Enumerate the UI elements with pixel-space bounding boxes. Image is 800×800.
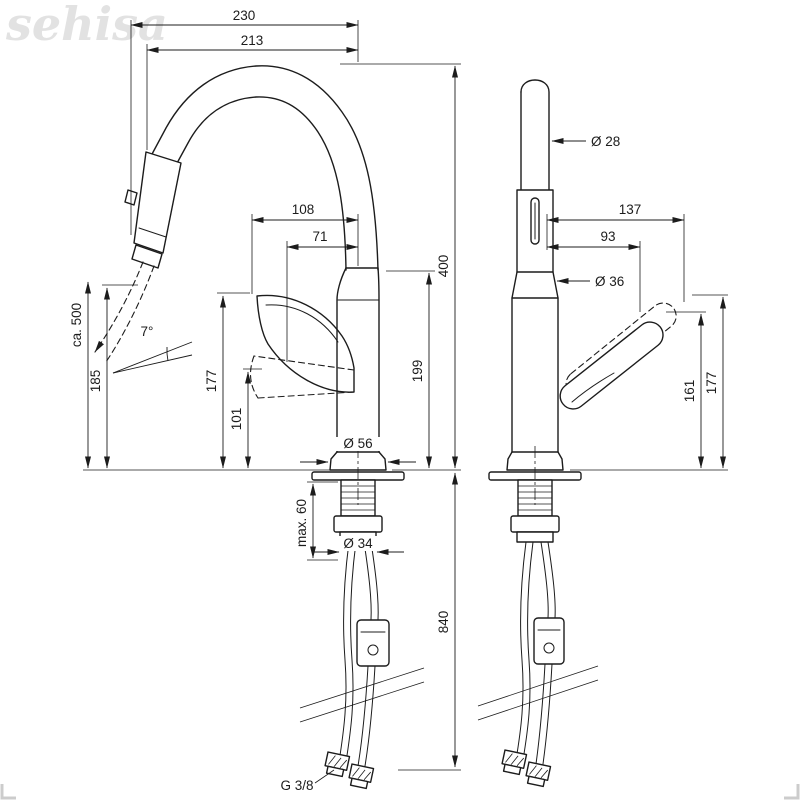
dim-185: 185 <box>88 284 138 469</box>
dim-71: 71 <box>286 229 359 362</box>
dim-label-108: 108 <box>292 202 315 217</box>
hose-fitting-b <box>348 763 375 790</box>
dim-230: 230 <box>130 8 359 235</box>
handle-alt-dashed-2 <box>257 391 355 399</box>
dim-label-93: 93 <box>600 229 615 244</box>
dim-161: 161 <box>666 311 706 469</box>
corner-mark-br <box>784 784 800 800</box>
handle-alt-dashed-arc <box>249 355 259 399</box>
dim-label-dia34: Ø 34 <box>343 536 373 551</box>
dim-label-177-left: 177 <box>204 370 219 393</box>
dim-label-213: 213 <box>241 33 264 48</box>
hose-c-1 <box>515 541 527 761</box>
dim-label-161: 161 <box>682 380 697 403</box>
dim-label-185: 185 <box>88 370 103 393</box>
dim-dia56: Ø 56 <box>300 436 416 465</box>
dim-dia28: Ø 28 <box>551 134 620 149</box>
handle-lever <box>256 294 355 393</box>
dim-label-137: 137 <box>619 202 642 217</box>
dim-label-177-right: 177 <box>704 372 719 395</box>
hose-a-2 <box>345 541 357 763</box>
dim-199: 199 <box>386 270 435 469</box>
left-view-drawing <box>94 65 425 790</box>
body-front-sides <box>511 297 559 453</box>
hose-connector-block <box>356 619 390 667</box>
tube-top-cap <box>520 79 550 191</box>
hose-fitting-c <box>501 749 528 776</box>
dim-840: 840 <box>398 472 461 771</box>
hose-d-2 <box>547 541 556 619</box>
pullout-hose-dashed <box>94 261 144 353</box>
spout-outer-curve <box>150 65 379 271</box>
dim-dia36: Ø 36 <box>556 274 624 289</box>
handle-solid-front <box>559 321 664 410</box>
dim-108: 108 <box>251 202 359 294</box>
break-marks <box>299 667 425 723</box>
hose-b-2 <box>370 541 379 621</box>
hose-b-1 <box>363 541 372 621</box>
connector-detail-front <box>543 642 555 654</box>
dim-label-dia28: Ø 28 <box>591 134 620 149</box>
angle-arc <box>166 346 169 362</box>
dim-93: 93 <box>546 229 641 312</box>
spray-nozzle <box>131 244 163 269</box>
handle-alt-dashed-1 <box>253 355 355 371</box>
hose-d-1 <box>540 541 549 619</box>
connector-detail <box>367 644 379 656</box>
dim-177-left: 177 <box>204 292 250 469</box>
dim-label-dia36: Ø 36 <box>595 274 624 289</box>
dim-label-400: 400 <box>436 255 451 278</box>
dim-label-ca500: ca. 500 <box>69 303 84 347</box>
dim-label-71: 71 <box>312 229 327 244</box>
dim-label-max60: max. 60 <box>294 499 309 547</box>
dim-max60: max. 60 <box>294 481 338 561</box>
hose-fitting-d <box>525 761 552 788</box>
dim-label-101: 101 <box>229 408 244 431</box>
spray-head <box>133 151 182 254</box>
dim-g38: G 3/8 <box>280 769 335 793</box>
mounting-washer-front <box>516 531 554 543</box>
dim-ca500: ca. 500 <box>69 281 91 469</box>
break-marks-front <box>477 665 599 721</box>
dimensions-right: Ø 28 137 93 Ø 36 161 177 <box>546 134 728 471</box>
dim-213: 213 <box>146 33 359 150</box>
hose-fitting-a <box>324 751 351 778</box>
dim-7deg: 7° <box>141 324 154 339</box>
dimensions-left: 230 213 108 71 400 199 <box>69 8 461 793</box>
dim-label-199: 199 <box>410 360 425 383</box>
hose-connector-block-front <box>533 617 565 665</box>
spray-head-band <box>138 227 167 238</box>
mounting-nut-front <box>510 515 560 533</box>
dim-label-840: 840 <box>436 611 451 634</box>
hose-a-1 <box>338 541 350 763</box>
spout-inner-curve <box>175 96 347 271</box>
cone-front <box>511 271 559 299</box>
dim-label-230: 230 <box>233 8 256 23</box>
dim-400: 400 <box>340 63 461 469</box>
dim-101: 101 <box>229 368 262 469</box>
angle-line-2 <box>112 341 193 374</box>
corner-mark-bl <box>0 784 16 800</box>
angle-line-1 <box>112 354 193 374</box>
dim-177-right: 177 <box>692 294 728 469</box>
dim-label-dia56: Ø 56 <box>343 436 372 451</box>
hose-b-3 <box>357 665 369 767</box>
hose-d-4 <box>542 663 553 765</box>
mounting-nut <box>333 515 383 533</box>
body-left-side <box>336 267 347 453</box>
body-right-side <box>377 267 380 453</box>
dim-dia34: Ø 34 <box>312 536 404 555</box>
watermark-text: sehisa <box>5 0 168 51</box>
hose-c-2 <box>522 541 534 761</box>
hose-d-3 <box>535 663 546 765</box>
handle-lever-line <box>265 304 339 343</box>
handle-base-curve <box>571 372 615 403</box>
right-view-drawing <box>477 79 677 788</box>
dim-label-7deg: 7° <box>141 324 154 339</box>
pullout-hose-dashed-2 <box>105 265 155 363</box>
hose-b-4 <box>364 665 376 767</box>
dim-label-g38: G 3/8 <box>280 778 313 793</box>
